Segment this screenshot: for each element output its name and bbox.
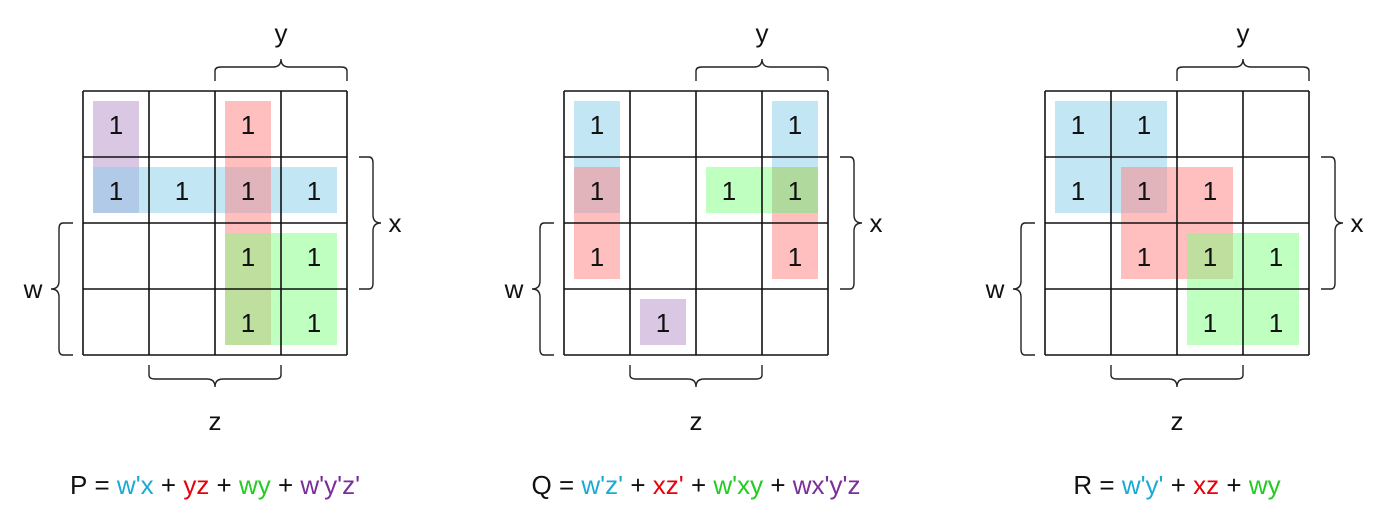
cell-value: 1 [1071,110,1085,140]
equation-term: P = [70,470,117,500]
equation-term: wy [238,470,271,500]
cell-value: 1 [788,242,802,272]
cell-value: 1 [1137,176,1151,206]
cell-value: 1 [1137,242,1151,272]
equation-term: + [1164,470,1194,500]
equation-term: Q = [532,470,582,500]
y-brace [1176,58,1310,81]
equation-term: + [1219,470,1249,500]
cell-value: 1 [109,110,123,140]
equation-term: wy [1248,470,1281,500]
cell-value: 1 [109,176,123,206]
label-x: x [870,208,883,238]
x-brace [359,156,382,290]
cell-value: 1 [307,242,321,272]
equation-term: + [209,470,239,500]
cell-value: 1 [307,176,321,206]
label-z: z [209,406,222,436]
cell-value: 1 [241,308,255,338]
w-brace [531,222,554,356]
equation-term: yz [183,470,209,500]
cell-value: 1 [1269,308,1283,338]
equation-term: R = [1073,470,1121,500]
equation-term: w'xy [712,470,763,500]
cell-value: 1 [788,176,802,206]
equation-term: + [154,470,184,500]
kmap-q: 1 1 1 1 1 1 1 1 y z x w Q = w'z' + xz' + w'xy + wx'y… [504,18,883,500]
equation-term: wx'y'z [792,470,861,500]
equation-p: P = w'x + yz + wy + w'y'z' [70,470,360,500]
cell-value: 1 [590,176,604,206]
kmap-r: 1 1 1 1 1 1 1 1 1 1 y z x w R = w'y' + xz + wy [985,18,1364,500]
x-brace [840,156,863,290]
x-brace [1321,156,1344,290]
label-w: w [985,274,1005,304]
equation-term: xz [1193,470,1219,500]
y-brace [695,58,829,81]
cell-value: 1 [1137,110,1151,140]
y-brace [214,58,348,81]
z-brace [1110,365,1244,388]
cell-value: 1 [722,176,736,206]
cell-value: 1 [1269,242,1283,272]
label-z: z [1171,406,1184,436]
label-x: x [389,208,402,238]
label-z: z [690,406,703,436]
equation-q: Q = w'z' + xz' + w'xy + wx'y'z [532,470,861,500]
equation-term: w'y' [1121,470,1164,500]
cell-value: 1 [175,176,189,206]
label-x: x [1351,208,1364,238]
equation-term: + [271,470,301,500]
group-highlight [640,299,686,345]
equation-term: + [763,470,793,500]
cell-value: 1 [590,242,604,272]
equation-term: xz' [653,470,684,500]
cell-value: 1 [590,110,604,140]
cell-value: 1 [656,308,670,338]
equation-term: w'x [116,470,154,500]
cell-value: 1 [241,110,255,140]
w-brace [1012,222,1035,356]
cell-value: 1 [241,176,255,206]
z-brace [629,365,763,388]
equation-term: + [684,470,714,500]
cell-value: 1 [1203,242,1217,272]
cell-value: 1 [1203,308,1217,338]
cell-value: 1 [241,242,255,272]
label-w: w [23,274,43,304]
z-brace [148,365,282,388]
equation-term: w'z' [580,470,623,500]
cell-value: 1 [307,308,321,338]
label-y: y [275,18,288,48]
w-brace [50,222,73,356]
equation-term: + [623,470,653,500]
label-y: y [756,18,769,48]
cell-value: 1 [1203,176,1217,206]
equation-term: w'y'z' [299,470,360,500]
cell-value: 1 [788,110,802,140]
equation-r: R = w'y' + xz + wy [1073,470,1280,500]
label-y: y [1237,18,1250,48]
cell-value: 1 [1071,176,1085,206]
label-w: w [504,274,524,304]
